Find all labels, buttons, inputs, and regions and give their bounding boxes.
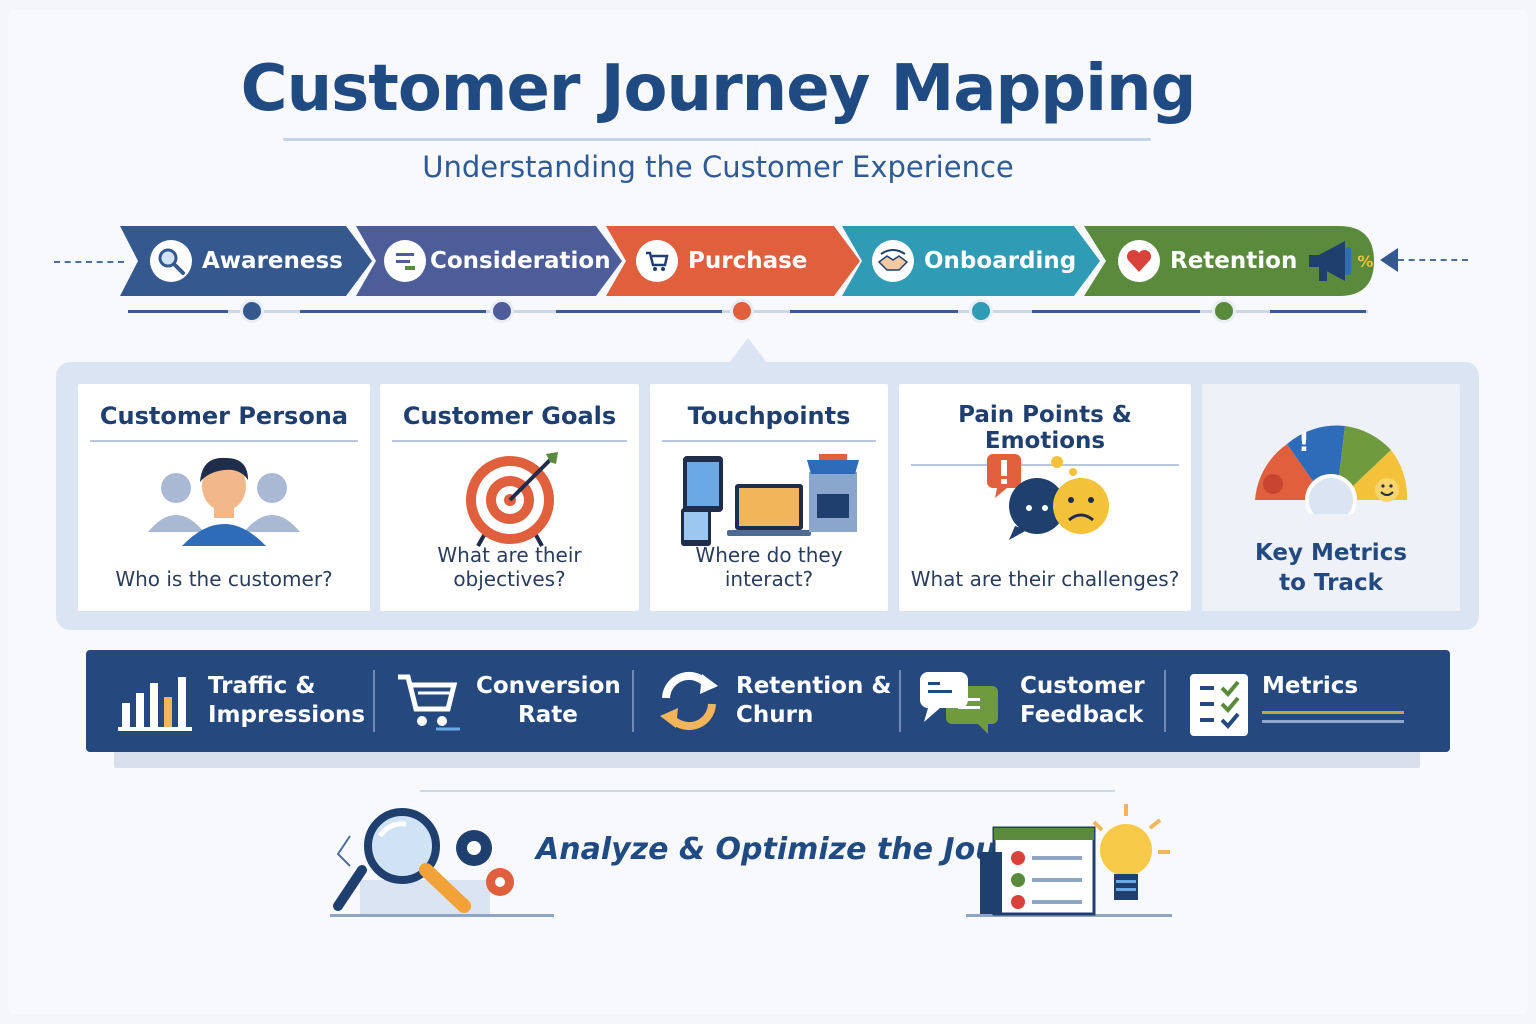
refresh-icon xyxy=(656,668,722,734)
card-key-metrics[interactable]: ! Key Metrics to Track xyxy=(1202,384,1460,611)
card-title: Pain Points & Emotions xyxy=(958,402,1132,454)
key-metrics-label: Key Metrics to Track xyxy=(1202,538,1460,598)
stage-consideration[interactable]: Consideration xyxy=(356,226,622,296)
metric-line1: Customer xyxy=(1020,673,1145,699)
card-title: Touchpoints xyxy=(687,402,851,430)
metric-conversion[interactable]: Conversion Rate xyxy=(396,650,621,752)
metric-label: Metrics xyxy=(1262,672,1404,723)
key-metrics-line2: to Track xyxy=(1279,570,1383,596)
track-segment xyxy=(1270,310,1366,313)
card-divider xyxy=(392,440,627,442)
percent-badge: % xyxy=(1357,251,1374,271)
metric-feedback[interactable]: Customer Feedback xyxy=(918,650,1145,752)
panel-pointer xyxy=(728,338,768,364)
stage-purchase[interactable]: Purchase xyxy=(606,226,860,296)
title-underline xyxy=(283,138,1151,141)
bottom-divider xyxy=(420,790,1115,792)
track-segment xyxy=(1032,310,1200,313)
metric-line1: Metrics xyxy=(1262,673,1359,699)
metric-divider xyxy=(632,670,634,732)
megaphone-icon: % xyxy=(1305,237,1373,285)
stage-label: Retention xyxy=(1170,248,1298,274)
metric-underline xyxy=(1262,720,1404,723)
analysis-illustration xyxy=(330,806,560,924)
metric-line1: Conversion xyxy=(476,673,621,699)
metrics-bar-shadow xyxy=(114,748,1420,768)
card-pain-points[interactable]: Pain Points & Emotions What are their ch… xyxy=(899,384,1191,611)
journey-return-arrow xyxy=(1380,248,1398,272)
metric-traffic[interactable]: Traffic & Impressions xyxy=(116,650,365,752)
optimization-illustration xyxy=(964,800,1178,926)
stage-label: Awareness xyxy=(202,248,343,274)
page-title: Customer Journey Mapping xyxy=(240,52,1197,126)
stage-node-retention xyxy=(1212,299,1236,323)
metric-line2: Feedback xyxy=(1020,702,1144,728)
metric-line1: Traffic & xyxy=(208,673,316,699)
metric-label: Customer Feedback xyxy=(1020,672,1145,730)
stage-label: Consideration xyxy=(430,248,611,274)
card-question: Where do they interact? xyxy=(695,543,843,591)
card-title: Customer Goals xyxy=(402,402,617,430)
handshake-icon xyxy=(872,240,914,282)
cart-icon xyxy=(636,240,678,282)
card-question: What are their challenges? xyxy=(910,567,1180,591)
journey-tail-dash xyxy=(1398,259,1468,261)
key-metrics-line1: Key Metrics xyxy=(1254,540,1408,566)
metric-divider xyxy=(1164,670,1166,732)
checklist-icon xyxy=(384,240,426,282)
journey-lead-dash xyxy=(54,261,124,263)
card-divider xyxy=(90,440,358,442)
metric-underline xyxy=(1262,711,1404,714)
track-segment xyxy=(556,310,722,313)
target-icon xyxy=(380,450,639,550)
bar-chart-icon xyxy=(116,669,194,733)
card-divider xyxy=(662,440,876,442)
page-subtitle: Understanding the Customer Experience xyxy=(422,150,1014,184)
track-segment xyxy=(300,310,486,313)
metric-line2: Rate xyxy=(518,702,578,728)
checklist-board-icon xyxy=(1188,672,1250,738)
stage-node-onboarding xyxy=(969,299,993,323)
card-touchpoints[interactable]: Touchpoints Where do they interact? xyxy=(650,384,888,611)
metric-line2: Churn xyxy=(736,702,814,728)
metric-line1: Retention & xyxy=(736,673,892,699)
metric-label: Conversion Rate xyxy=(476,672,621,730)
track-segment xyxy=(790,310,958,313)
metric-label: Traffic & Impressions xyxy=(208,672,365,730)
metric-line2: Impressions xyxy=(208,702,366,728)
chat-bubbles-icon xyxy=(918,668,1002,734)
card-title: Customer Persona xyxy=(99,402,349,430)
metric-divider xyxy=(899,670,901,732)
stage-awareness[interactable]: Awareness xyxy=(120,226,372,296)
heart-icon xyxy=(1118,240,1160,282)
metric-divider xyxy=(373,670,375,732)
card-divider xyxy=(911,464,1179,466)
card-customer-goals[interactable]: Customer Goals What are their objectives… xyxy=(380,384,639,611)
stage-onboarding[interactable]: Onboarding xyxy=(842,226,1100,296)
persona-icon xyxy=(78,450,370,550)
emotions-icon xyxy=(899,450,1191,550)
metric-retention[interactable]: Retention & Churn xyxy=(656,650,891,752)
metric-label: Retention & Churn xyxy=(736,672,891,730)
stage-node-purchase xyxy=(730,299,754,323)
stage-label: Purchase xyxy=(688,248,808,274)
cart-arrow-icon xyxy=(396,669,464,733)
stage-node-awareness xyxy=(240,299,264,323)
stage-retention[interactable]: Retention % xyxy=(1084,226,1374,296)
devices-icon xyxy=(650,450,888,550)
card-question: What are their objectives? xyxy=(437,543,582,591)
track-segment xyxy=(128,310,228,313)
gauge-alert-mark: ! xyxy=(1298,428,1310,458)
gauge-icon xyxy=(1202,414,1460,514)
card-customer-persona[interactable]: Customer Persona Who is the customer? xyxy=(78,384,370,611)
metric-metrics[interactable]: Metrics xyxy=(1188,650,1404,752)
stage-node-consideration xyxy=(490,299,514,323)
stage-label: Onboarding xyxy=(924,248,1077,274)
card-question: Who is the customer? xyxy=(115,567,333,591)
magnifier-icon xyxy=(150,240,192,282)
